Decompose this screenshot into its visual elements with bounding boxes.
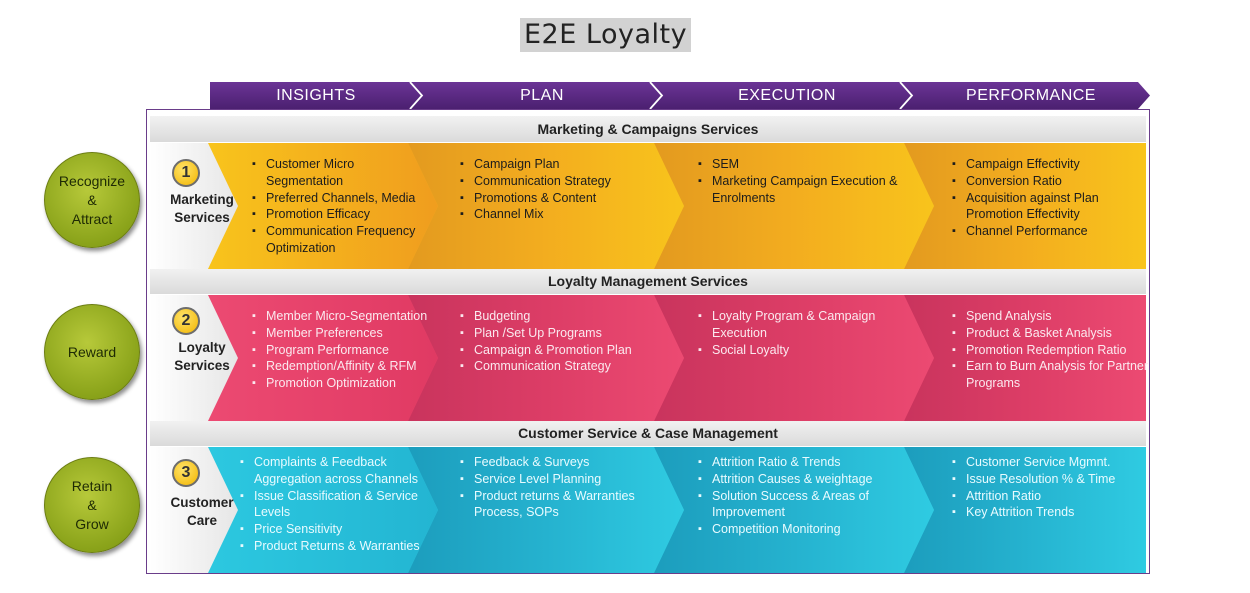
row-marketing-services: 1 Marketing Services Customer Micro Segm… — [150, 143, 1146, 269]
label-line: Marketing — [170, 192, 234, 207]
list-item: Product returns & Warranties Process, SO… — [460, 488, 674, 522]
list-item: Member Micro-Segmentation — [252, 308, 431, 325]
stage-line: Reward — [67, 343, 117, 360]
list-item: Plan /Set Up Programs — [460, 325, 674, 342]
list-item: Campaign Effectivity — [952, 156, 1156, 173]
list-item: Promotion Efficacy — [252, 206, 431, 223]
list-item: Spend Analysis — [952, 308, 1156, 325]
list-item: Earn to Burn Analysis for Partner Progra… — [952, 358, 1156, 392]
stage-line: & — [87, 496, 97, 513]
loyalty-insights-list: Member Micro-Segmentation Member Prefere… — [250, 308, 431, 392]
list-item: Conversion Ratio — [952, 173, 1156, 190]
stage-retain-grow: Retain & Grow — [44, 457, 140, 553]
section-header-loyalty: Loyalty Management Services — [150, 268, 1146, 294]
section-header-customer: Customer Service & Case Management — [150, 420, 1146, 446]
list-item: Channel Mix — [460, 206, 674, 223]
list-item: Attrition Ratio & Trends — [698, 454, 912, 471]
customer-number-badge: 3 — [172, 459, 200, 487]
list-item: Product & Basket Analysis — [952, 325, 1156, 342]
phase-insights: INSIGHTS — [276, 87, 356, 104]
customer-care-label: Customer Care — [150, 494, 254, 530]
customer-performance-list: Customer Service Mgmnt. Issue Resolution… — [950, 454, 1156, 521]
list-item: Member Preferences — [252, 325, 431, 342]
stage-line: & — [87, 191, 97, 208]
list-item: Competition Monitoring — [698, 521, 912, 538]
phase-bar-shape — [210, 82, 1150, 109]
list-item: Communication Frequency Optimization — [252, 223, 431, 257]
list-item: Key Attrition Trends — [952, 504, 1156, 521]
stage-line: Recognize — [58, 172, 126, 189]
list-item: Budgeting — [460, 308, 674, 325]
marketing-performance-list: Campaign Effectivity Conversion Ratio Ac… — [950, 156, 1156, 240]
list-item: Campaign Plan — [460, 156, 674, 173]
label-line: Services — [174, 358, 230, 373]
list-item: Promotion Optimization — [252, 375, 431, 392]
label-line: Care — [186, 513, 218, 528]
customer-execution-list: Attrition Ratio & Trends Attrition Cause… — [696, 454, 912, 538]
marketing-execution-list: SEM Marketing Campaign Execution & Enrol… — [696, 156, 912, 206]
label-line: Loyalty — [178, 340, 226, 355]
row-loyalty-services: 2 Loyalty Services Member Micro-Segmenta… — [150, 295, 1148, 421]
list-item: Channel Performance — [952, 223, 1156, 240]
list-item: Promotions & Content — [460, 190, 674, 207]
list-item: Feedback & Surveys — [460, 454, 674, 471]
section-header-marketing: Marketing & Campaigns Services — [150, 116, 1146, 142]
customer-plan-list: Feedback & Surveys Service Level Plannin… — [458, 454, 674, 521]
list-item: Social Loyalty — [698, 342, 912, 359]
marketing-insights-list: Customer Micro Segmentation Preferred Ch… — [250, 156, 431, 257]
list-item: Price Sensitivity — [240, 521, 432, 538]
list-item: Attrition Ratio — [952, 488, 1156, 505]
label-line: Services — [174, 210, 230, 225]
list-item: Promotion Redemption Ratio — [952, 342, 1156, 359]
row-customer-care: 3 Customer Care Complaints & Feedback Ag… — [150, 447, 1146, 573]
stage-line: Grow — [75, 515, 109, 532]
list-item: Issue Classification & Service Levels — [240, 488, 432, 522]
marketing-number-badge: 1 — [172, 159, 200, 187]
loyalty-services-label: Loyalty Services — [150, 339, 254, 375]
list-item: Acquisition against Plan Promotion Effec… — [952, 190, 1156, 224]
list-item: Attrition Causes & weightage — [698, 471, 912, 488]
list-item: Communication Strategy — [460, 173, 674, 190]
stage-recognize-attract: Recognize & Attract — [44, 152, 140, 248]
loyalty-performance-list: Spend Analysis Product & Basket Analysis… — [950, 308, 1156, 392]
list-item: Redemption/Affinity & RFM — [252, 358, 431, 375]
list-item: Service Level Planning — [460, 471, 674, 488]
marketing-services-label: Marketing Services — [150, 191, 254, 227]
list-item: Customer Micro Segmentation — [252, 156, 431, 190]
list-item: Complaints & Feedback Aggregation across… — [240, 454, 432, 488]
list-item: Issue Resolution % & Time — [952, 471, 1156, 488]
customer-insights-list: Complaints & Feedback Aggregation across… — [238, 454, 432, 555]
list-item: Marketing Campaign Execution & Enrolment… — [698, 173, 912, 207]
phase-execution: EXECUTION — [738, 87, 836, 104]
phase-bar: INSIGHTS PLAN EXECUTION PERFORMANCE — [210, 82, 1150, 109]
list-item: Solution Success & Areas of Improvement — [698, 488, 912, 522]
loyalty-number-badge: 2 — [172, 307, 200, 335]
diagram-title: E2E Loyalty — [520, 18, 692, 52]
list-item: Preferred Channels, Media — [252, 190, 431, 207]
list-item: Communication Strategy — [460, 358, 674, 375]
loyalty-execution-list: Loyalty Program & Campaign Execution Soc… — [696, 308, 912, 358]
label-line: Customer — [170, 495, 234, 510]
list-item: SEM — [698, 156, 912, 173]
list-item: Program Performance — [252, 342, 431, 359]
stage-line: Retain — [71, 477, 113, 494]
phase-performance: PERFORMANCE — [966, 87, 1096, 104]
marketing-plan-list: Campaign Plan Communication Strategy Pro… — [458, 156, 674, 223]
phase-plan: PLAN — [520, 87, 564, 104]
stage-reward: Reward — [44, 304, 140, 400]
list-item: Product Returns & Warranties — [240, 538, 432, 555]
stage-line: Attract — [71, 210, 113, 227]
loyalty-plan-list: Budgeting Plan /Set Up Programs Campaign… — [458, 308, 674, 375]
list-item: Customer Service Mgmnt. — [952, 454, 1156, 471]
list-item: Campaign & Promotion Plan — [460, 342, 674, 359]
list-item: Loyalty Program & Campaign Execution — [698, 308, 912, 342]
